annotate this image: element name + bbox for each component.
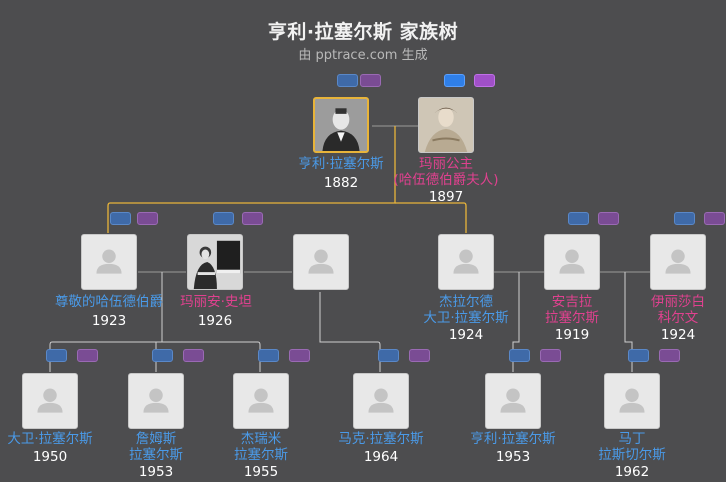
person-name: 玛丽公主 <box>419 156 473 172</box>
portrait-photo-icon <box>188 235 242 289</box>
person-card-p1[interactable] <box>313 97 369 153</box>
person-silhouette-icon <box>37 388 63 413</box>
person-year: 1924 <box>660 327 696 343</box>
person-card-p7[interactable] <box>650 234 706 290</box>
child-line-p11 <box>319 292 381 372</box>
person-name: 詹姆斯 <box>135 431 177 447</box>
person-year: 1962 <box>614 464 650 480</box>
person-year: 1950 <box>32 449 68 465</box>
person-year: 1882 <box>323 175 359 191</box>
person-card-p8[interactable] <box>22 373 78 429</box>
person-year: 1955 <box>243 464 279 480</box>
child-line-p10 <box>162 341 261 372</box>
person-toggle-purple[interactable] <box>77 349 98 362</box>
person-name: 马克·拉塞尔斯 <box>338 431 424 447</box>
person-toggle-blue[interactable] <box>444 74 465 87</box>
person-toggle-purple[interactable] <box>704 212 725 225</box>
person-toggle-purple[interactable] <box>242 212 263 225</box>
person-toggle-blue[interactable] <box>258 349 279 362</box>
person-name: 安吉拉 <box>551 294 593 310</box>
person-name: 马丁 <box>618 431 646 447</box>
person-toggle-purple[interactable] <box>183 349 204 362</box>
person-toggle-purple[interactable] <box>598 212 619 225</box>
person-name-line2: (哈伍德伯爵夫人) <box>393 172 499 188</box>
person-year: 1924 <box>448 327 484 343</box>
person-toggle-blue[interactable] <box>152 349 173 362</box>
child-line-p9 <box>155 341 162 372</box>
highlight-path-right <box>395 202 467 233</box>
person-toggle-blue[interactable] <box>213 212 234 225</box>
person-name-line2: 拉塞尔斯 <box>545 310 599 326</box>
person-name-line2: 拉塞尔斯 <box>129 447 183 463</box>
portrait-photo-icon <box>419 98 473 152</box>
person-card-p2[interactable] <box>418 97 474 153</box>
person-name-line2: 大卫·拉塞尔斯 <box>423 310 509 326</box>
person-toggle-purple[interactable] <box>360 74 381 87</box>
person-toggle-blue[interactable] <box>46 349 67 362</box>
person-name: 亨利·拉塞尔斯 <box>470 431 556 447</box>
person-year: 1919 <box>554 327 590 343</box>
person-toggle-purple[interactable] <box>474 74 495 87</box>
person-card-p3[interactable] <box>81 234 137 290</box>
person-card-p4[interactable] <box>187 234 243 290</box>
person-silhouette-icon <box>308 249 334 274</box>
person-card-p9[interactable] <box>128 373 184 429</box>
person-silhouette-icon <box>619 388 645 413</box>
person-toggle-blue[interactable] <box>509 349 530 362</box>
person-silhouette-icon <box>368 388 394 413</box>
person-toggle-purple[interactable] <box>409 349 430 362</box>
person-name: 亨利·拉塞尔斯 <box>298 156 384 172</box>
person-name: 伊丽莎白 <box>651 294 705 310</box>
highlight-path-left <box>107 126 396 233</box>
person-silhouette-icon <box>96 249 122 274</box>
person-card-p11[interactable] <box>353 373 409 429</box>
person-card-unnamed[interactable] <box>293 234 349 290</box>
person-silhouette-icon <box>559 249 585 274</box>
person-toggle-blue[interactable] <box>568 212 589 225</box>
person-year: 1923 <box>91 313 127 329</box>
person-card-p6[interactable] <box>544 234 600 290</box>
person-toggle-blue[interactable] <box>337 74 358 87</box>
person-toggle-purple[interactable] <box>137 212 158 225</box>
person-year: 1953 <box>495 449 531 465</box>
person-silhouette-icon <box>143 388 169 413</box>
person-name-line2: 科尔文 <box>657 310 699 326</box>
person-name: 玛丽安·史坦 <box>180 294 252 310</box>
portrait-photo-icon <box>315 99 367 151</box>
person-toggle-blue[interactable] <box>110 212 131 225</box>
person-name-line2: 拉塞尔斯 <box>234 447 288 463</box>
child-line-p8 <box>49 272 163 372</box>
person-name: 大卫·拉塞尔斯 <box>7 431 93 447</box>
person-year: 1926 <box>197 313 233 329</box>
person-card-p10[interactable] <box>233 373 289 429</box>
person-name-line2: 拉斯切尔斯 <box>598 447 666 463</box>
person-silhouette-icon <box>453 249 479 274</box>
person-toggle-blue[interactable] <box>378 349 399 362</box>
person-card-p13[interactable] <box>604 373 660 429</box>
person-name: 尊敬的哈伍德伯爵 <box>55 294 163 310</box>
page-subtitle: 由 pptrace.com 生成 <box>298 48 428 63</box>
person-silhouette-icon <box>665 249 691 274</box>
person-silhouette-icon <box>248 388 274 413</box>
person-toggle-blue[interactable] <box>674 212 695 225</box>
person-toggle-blue[interactable] <box>628 349 649 362</box>
person-toggle-purple[interactable] <box>540 349 561 362</box>
person-silhouette-icon <box>500 388 526 413</box>
person-toggle-purple[interactable] <box>659 349 680 362</box>
person-card-p12[interactable] <box>485 373 541 429</box>
person-year: 1897 <box>428 189 464 205</box>
page-title: 亨利·拉塞尔斯 家族树 <box>267 21 459 43</box>
person-year: 1953 <box>138 464 174 480</box>
person-toggle-purple[interactable] <box>289 349 310 362</box>
person-card-p5[interactable] <box>438 234 494 290</box>
person-name: 杰瑞米 <box>240 431 282 447</box>
person-year: 1964 <box>363 449 399 465</box>
person-name: 杰拉尔德 <box>439 294 493 310</box>
